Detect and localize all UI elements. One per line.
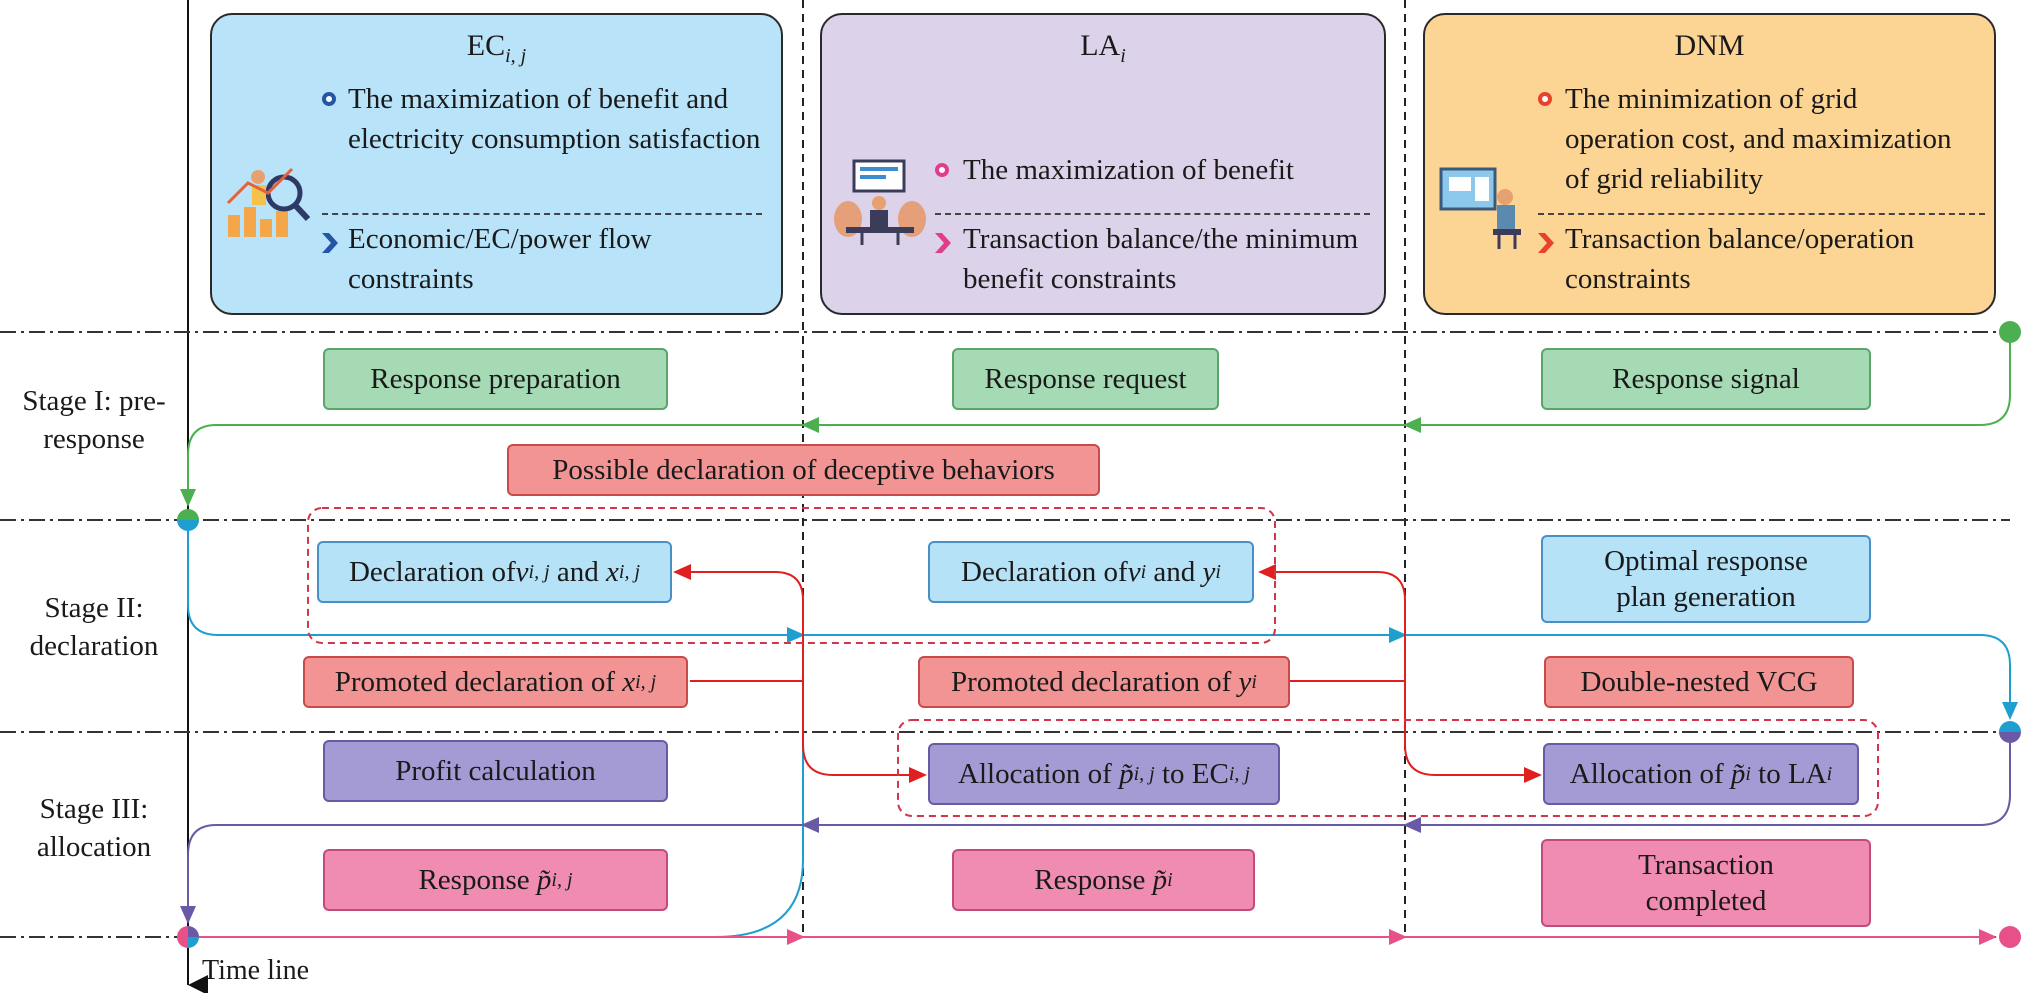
timeline-label: Time line bbox=[202, 955, 310, 986]
header-la-constraint: Transaction balance/the minimum benefit … bbox=[963, 223, 1359, 295]
separator bbox=[322, 213, 762, 215]
red-flows bbox=[673, 564, 1542, 783]
constraint-chevron-icon bbox=[1538, 233, 1554, 253]
constraint-chevron-icon bbox=[935, 233, 951, 253]
analytics-person-icon bbox=[222, 163, 318, 248]
objective-bullet-icon bbox=[322, 92, 336, 106]
separator bbox=[1538, 213, 1985, 215]
green-flow bbox=[180, 332, 2011, 507]
monitor-operator-icon bbox=[1435, 155, 1531, 256]
response-request-box: Response request bbox=[952, 348, 1219, 410]
node-stage3-end bbox=[177, 926, 199, 948]
header-dnm-title: DNM bbox=[1674, 29, 1745, 62]
header-ec: ECi, j The maximization of benefit and e… bbox=[210, 13, 783, 315]
header-ec-constraint: Economic/EC/power flow constraints bbox=[348, 223, 652, 295]
header-la-title: LAi bbox=[1080, 29, 1126, 67]
response-preparation-box: Response preparation bbox=[323, 348, 668, 410]
constraint-chevron-icon bbox=[322, 233, 338, 253]
allocation-group bbox=[897, 719, 1879, 817]
deceptive-declaration-box: Possible declaration of deceptive behavi… bbox=[507, 444, 1100, 496]
node-stage2-end bbox=[1999, 721, 2021, 743]
objective-bullet-icon bbox=[1538, 92, 1552, 106]
blue-flow bbox=[187, 520, 2018, 720]
header-ec-objective: The maximization of benefit and electric… bbox=[348, 83, 761, 155]
node-start bbox=[1999, 321, 2021, 343]
response-ec-box: Response p̃i, j bbox=[323, 849, 668, 911]
response-la-box: Response p̃i bbox=[952, 849, 1255, 911]
separator bbox=[935, 213, 1370, 215]
profit-calculation-box: Profit calculation bbox=[323, 740, 668, 802]
node-stage1-end bbox=[177, 509, 199, 531]
header-dnm-objective: The minimization of grid operation cost,… bbox=[1565, 83, 1952, 195]
stage-3-label: Stage III:allocation bbox=[36, 793, 152, 863]
purple-flow bbox=[180, 732, 2011, 924]
header-ec-title: ECi, j bbox=[466, 29, 527, 67]
objective-bullet-icon bbox=[935, 163, 949, 177]
header-dnm: DNM The minimization of grid operation c… bbox=[1423, 13, 1996, 315]
stage-1-label: Stage I: pre-response bbox=[22, 385, 166, 455]
stage-2-label: Stage II:declaration bbox=[29, 592, 159, 662]
header-la-objective: The maximization of benefit bbox=[963, 154, 1294, 186]
double-vcg-box: Double-nested VCG bbox=[1544, 656, 1854, 708]
meeting-icon bbox=[832, 155, 928, 252]
header-la: LAi The maximization of benefit Transact… bbox=[820, 13, 1386, 315]
response-signal-box: Response signal bbox=[1541, 348, 1871, 410]
header-dnm-constraint: Transaction balance/operation constraint… bbox=[1565, 223, 1915, 295]
declaration-group bbox=[307, 507, 1276, 644]
node-end bbox=[1999, 926, 2021, 948]
